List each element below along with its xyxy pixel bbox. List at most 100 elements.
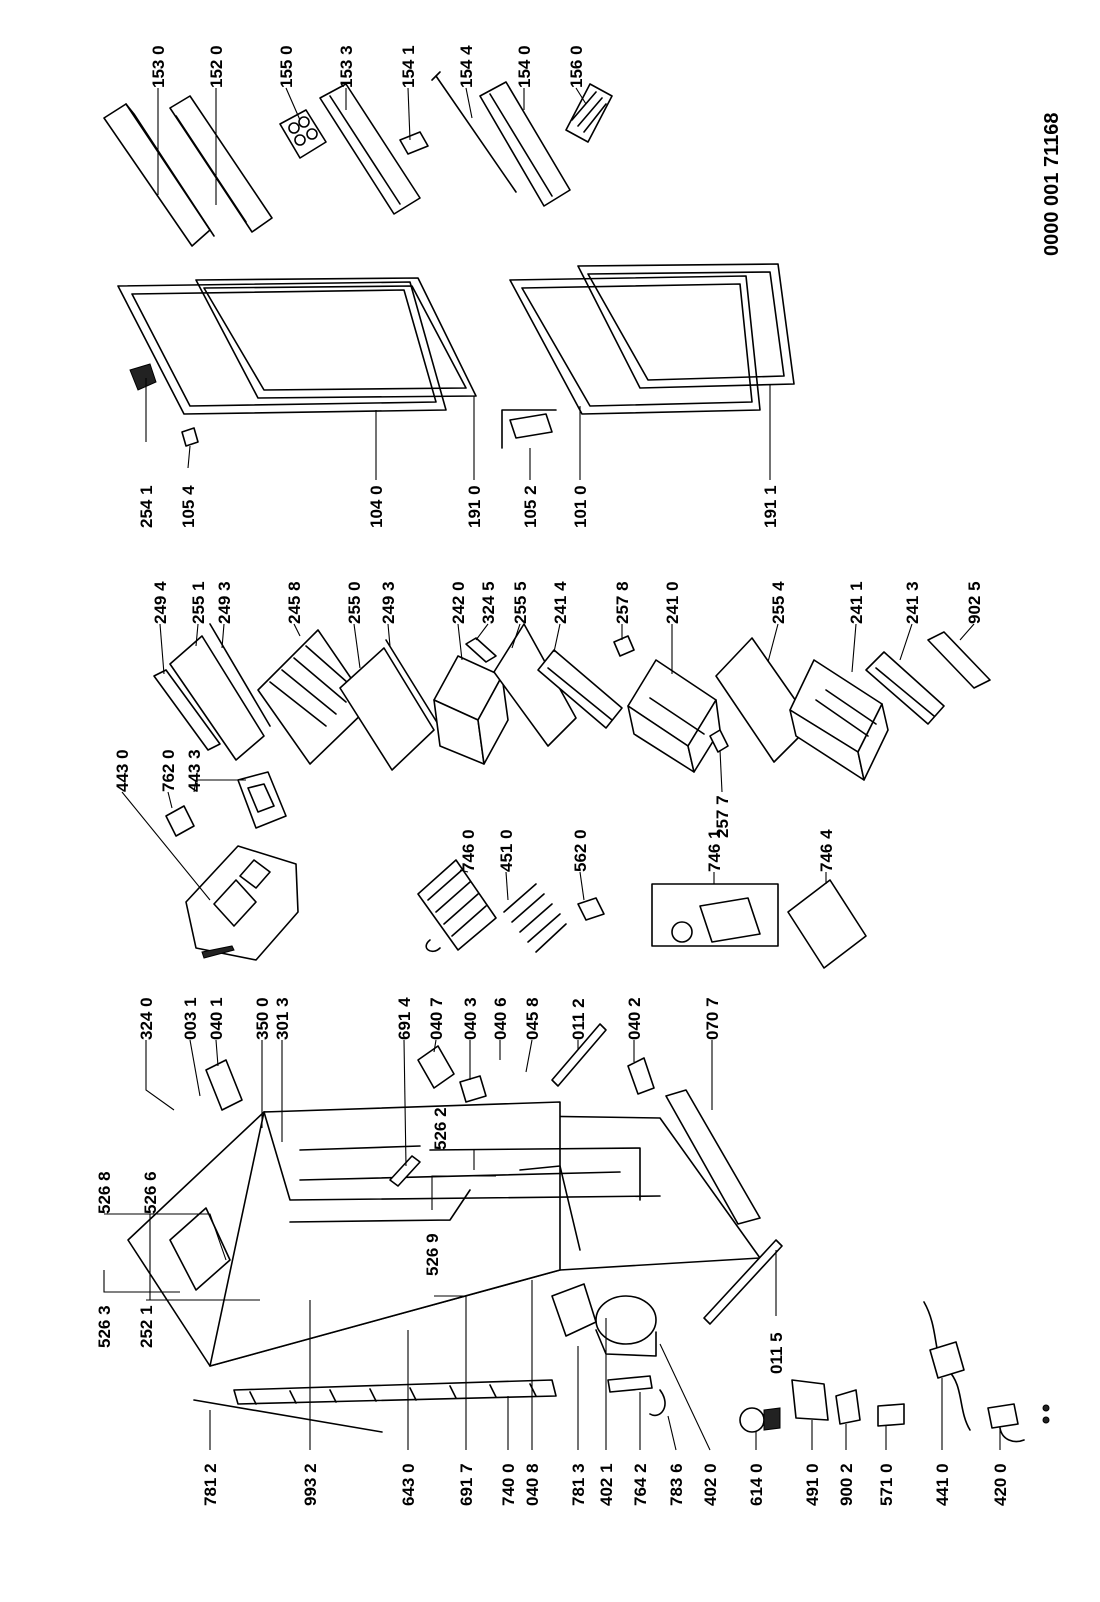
shelf-trim-249-4 <box>153 669 221 751</box>
label-526-8: 526 8 <box>95 1171 114 1214</box>
document-number: 0000 001 71168 <box>1041 113 1063 257</box>
leader-lines <box>103 87 1001 1451</box>
label-241-0: 241 0 <box>663 581 682 624</box>
shelf-trim-249-3b <box>385 639 439 725</box>
label-040-8: 040 8 <box>523 1463 542 1506</box>
evaporator-cover-746-4 <box>787 879 867 969</box>
rod-154-4 <box>431 71 517 193</box>
control-kit-443-0 <box>185 845 299 961</box>
label-155-0: 155 0 <box>277 45 296 88</box>
label-153-0: 153 0 <box>149 45 168 88</box>
rail-011-2 <box>551 1023 607 1087</box>
trim-902-5 <box>927 631 991 689</box>
box-242-0 <box>433 655 509 765</box>
drawer-lid-241-4 <box>537 649 623 729</box>
label-154-1: 154 1 <box>399 45 418 88</box>
tube-781-2 <box>193 1399 383 1433</box>
label-993-2: 993 2 <box>301 1463 320 1506</box>
label-104-0: 104 0 <box>367 485 386 528</box>
drawer-241-0 <box>627 659 721 773</box>
door-shelf-154-0 <box>479 81 571 207</box>
label-241-4: 241 4 <box>551 581 570 624</box>
label-614-0: 614 0 <box>747 1463 766 1506</box>
hinge-bracket-105-2 <box>501 409 557 449</box>
drawer-241-1 <box>789 659 889 781</box>
label-249-3-lower: 249 3 <box>379 581 398 624</box>
glass-shelf-255-5 <box>493 623 577 747</box>
part-764-2 <box>607 1375 653 1393</box>
glass-shelf-255-1 <box>169 635 265 761</box>
label-191-0: 191 0 <box>465 485 484 528</box>
relay-402-1 <box>551 1283 597 1337</box>
label-746-0: 746 0 <box>459 829 478 872</box>
bracket-040-1 <box>205 1059 243 1111</box>
evaporator-kit-746-1 <box>651 883 779 947</box>
clip-900-2 <box>835 1389 861 1425</box>
freezer-door-101-0 <box>509 275 761 415</box>
label-301-3: 301 3 <box>273 997 292 1040</box>
label-526-3: 526 3 <box>95 1305 114 1348</box>
label-255-4: 255 4 <box>769 581 788 624</box>
capillary-783-6 <box>649 1389 666 1417</box>
label-746-1: 746 1 <box>705 829 724 872</box>
label-191-1: 191 1 <box>761 485 780 528</box>
clamp-571-0 <box>877 1403 905 1427</box>
label-257-7: 257 7 <box>713 795 732 838</box>
label-255-5: 255 5 <box>511 581 530 624</box>
evaporator-746-0 <box>417 859 497 953</box>
label-040-1: 040 1 <box>207 997 226 1040</box>
label-526-9: 526 9 <box>423 1233 442 1276</box>
label-241-3: 241 3 <box>903 581 922 624</box>
label-764-2: 764 2 <box>631 1463 650 1506</box>
label-441-0: 441 0 <box>933 1463 952 1506</box>
label-443-3: 443 3 <box>185 749 204 792</box>
label-105-2: 105 2 <box>521 485 540 528</box>
heater-451-0 <box>503 883 567 953</box>
label-101-0: 101 0 <box>571 485 590 528</box>
door-shelf-153-0 <box>103 103 215 247</box>
capacitor-420-0 <box>987 1403 1025 1443</box>
label-324-0: 324 0 <box>137 997 156 1040</box>
part-257-7 <box>709 729 729 753</box>
label-245-8: 245 8 <box>285 581 304 624</box>
part-070-7 <box>665 1089 761 1225</box>
label-040-3: 040 3 <box>461 997 480 1040</box>
part-324-5 <box>465 637 497 663</box>
screws <box>1042 1404 1050 1424</box>
part-762-0 <box>165 805 195 837</box>
label-562-0: 562 0 <box>571 829 590 872</box>
part-labels: 153 0 152 0 155 0 153 3 154 1 154 4 154 … <box>95 45 1063 1506</box>
label-740-0: 740 0 <box>499 1463 518 1506</box>
air-duct-691-4 <box>389 1155 421 1187</box>
label-783-6: 783 6 <box>667 1463 686 1506</box>
label-526-2: 526 2 <box>431 1107 450 1150</box>
clip-154-1 <box>399 131 429 155</box>
label-152-0: 152 0 <box>207 45 226 88</box>
handle-254-1 <box>129 363 157 391</box>
label-571-0: 571 0 <box>877 1463 896 1506</box>
drawer-lid-241-3 <box>865 651 945 725</box>
label-045-8: 045 8 <box>523 997 542 1040</box>
label-255-0: 255 0 <box>345 581 364 624</box>
label-691-7: 691 7 <box>457 1463 476 1506</box>
label-451-0: 451 0 <box>497 829 516 872</box>
label-154-0: 154 0 <box>515 45 534 88</box>
label-526-6: 526 6 <box>141 1171 160 1214</box>
door-gasket-191-1 <box>577 263 795 389</box>
label-252-1: 252 1 <box>137 1305 156 1348</box>
part-257-8 <box>613 635 635 657</box>
door-shelf-152-0 <box>169 95 273 233</box>
label-249-4: 249 4 <box>151 581 170 624</box>
label-902-5: 902 5 <box>965 581 984 624</box>
label-402-0: 402 0 <box>701 1463 720 1506</box>
cabinet-body <box>127 1101 761 1367</box>
label-324-5: 324 5 <box>479 581 498 624</box>
label-040-6: 040 6 <box>491 997 510 1040</box>
hinge-040-3 <box>459 1075 487 1103</box>
label-070-7: 070 7 <box>703 997 722 1040</box>
rear-panel-740-0 <box>233 1379 557 1405</box>
label-443-0: 443 0 <box>113 749 132 792</box>
label-003-1: 003 1 <box>181 997 200 1040</box>
